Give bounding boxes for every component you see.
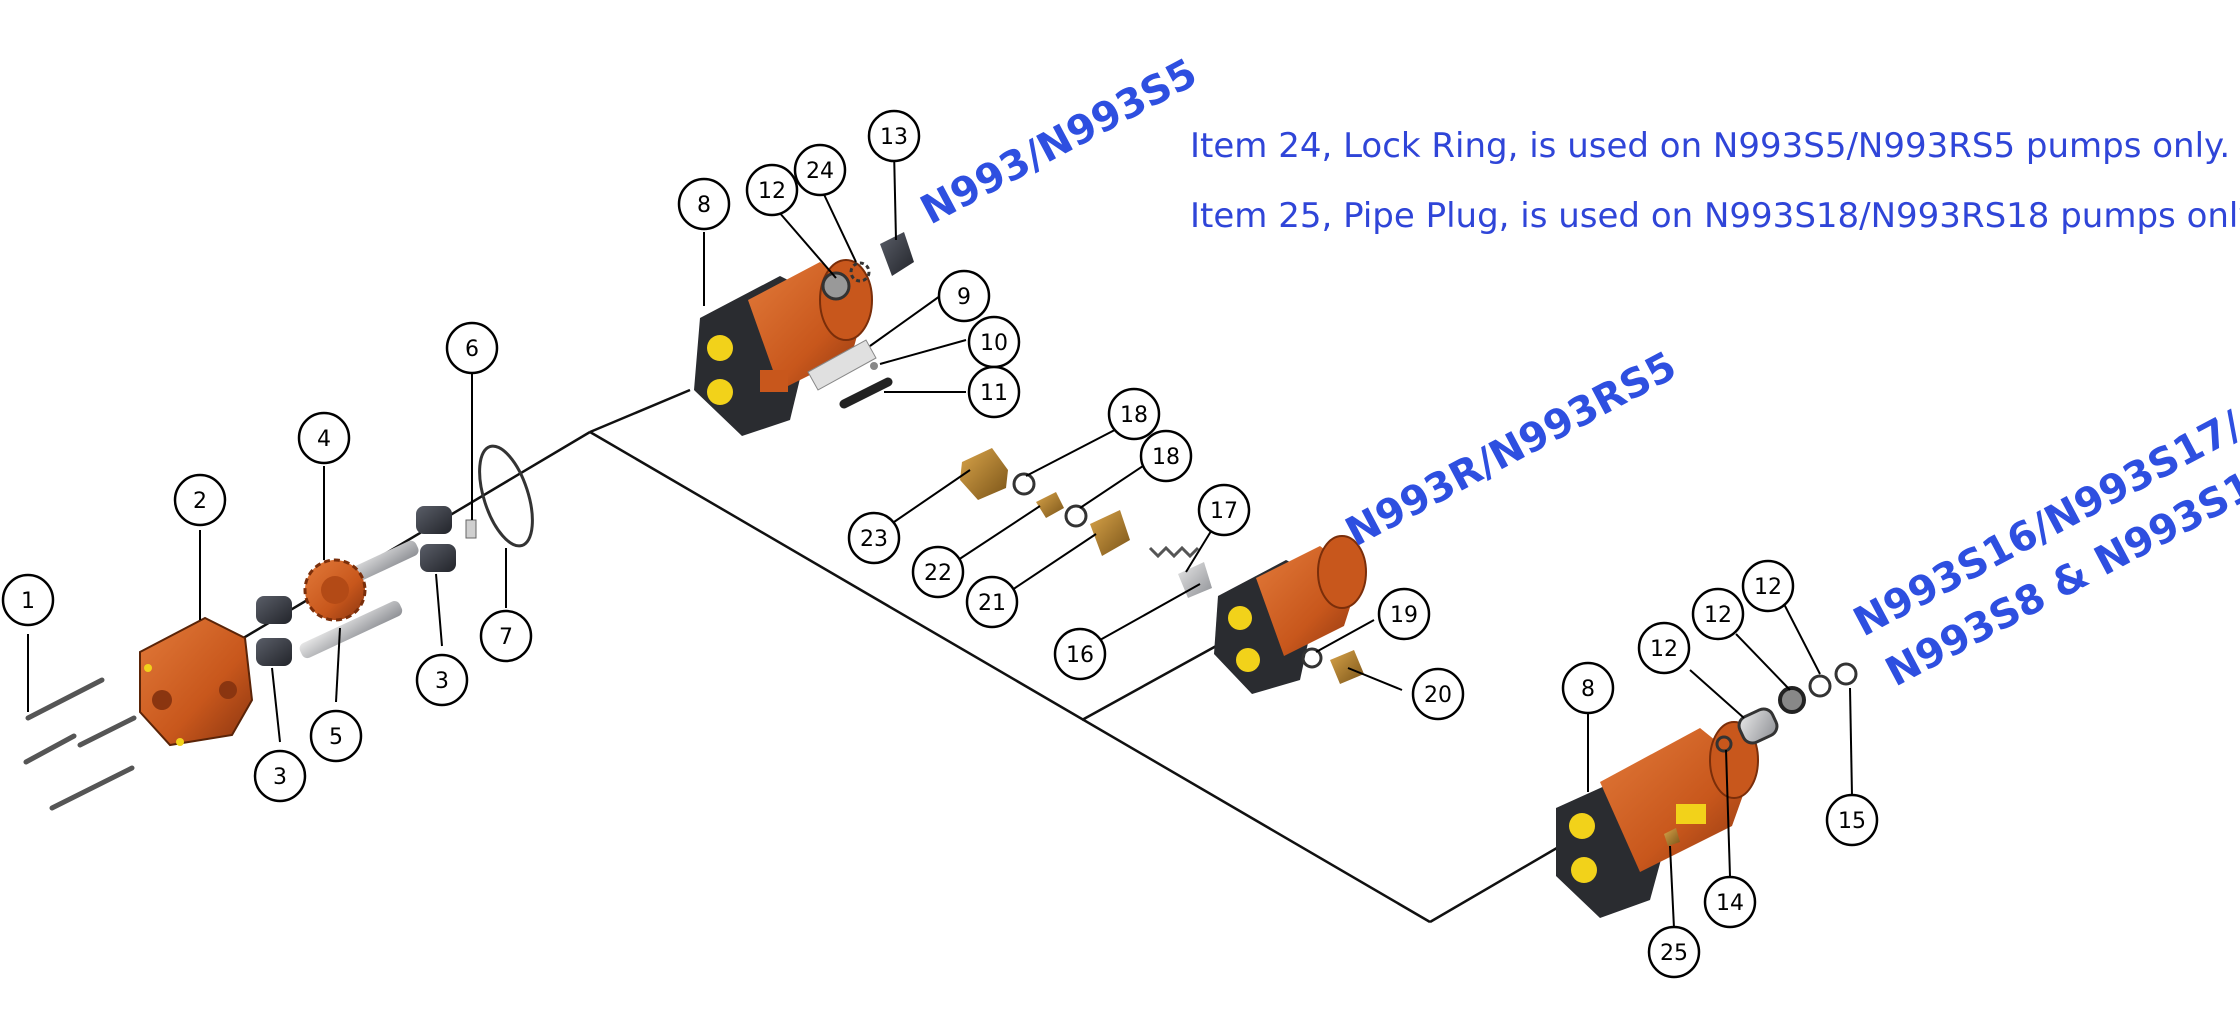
- callout-number: 11: [980, 381, 1008, 406]
- callout-number: 3: [273, 765, 287, 790]
- callout-number: 12: [1754, 575, 1782, 600]
- callout-3: 3: [253, 749, 307, 803]
- callout-12: 12: [745, 163, 799, 217]
- callout-13: 13: [867, 109, 921, 163]
- callout-number: 14: [1716, 891, 1744, 916]
- callout-5: 5: [309, 709, 363, 763]
- part-housing-extended: [1556, 721, 1759, 918]
- callout-number: 12: [1704, 603, 1732, 628]
- callout-11: 11: [967, 365, 1021, 419]
- callout-22: 22: [911, 545, 965, 599]
- callout-24: 24: [793, 143, 847, 197]
- callout-number: 1: [21, 589, 35, 614]
- part-relief-valve-set: [960, 448, 1212, 598]
- callout-16: 16: [1053, 627, 1107, 681]
- callout-6: 6: [445, 321, 499, 375]
- part-bolts: [23, 677, 137, 811]
- part-gears: [299, 540, 419, 659]
- callout-number: 23: [860, 527, 888, 552]
- callout-number: 20: [1424, 683, 1452, 708]
- callout-number: 21: [978, 591, 1006, 616]
- callout-number: 18: [1120, 403, 1148, 428]
- callout-18: 18: [1139, 429, 1193, 483]
- callout-12: 12: [1741, 559, 1795, 613]
- callout-12: 12: [1637, 621, 1691, 675]
- callout-17: 17: [1197, 483, 1251, 537]
- part-plate-and-fasteners: [807, 339, 893, 409]
- callout-1: 1: [1, 573, 55, 627]
- part-rear-cover: [139, 616, 254, 747]
- callout-number: 17: [1210, 499, 1238, 524]
- callout-number: 25: [1660, 941, 1688, 966]
- part-gasket: [478, 444, 534, 548]
- callout-12: 12: [1691, 587, 1745, 641]
- callout-7: 7: [479, 609, 533, 663]
- callout-19: 19: [1377, 587, 1431, 641]
- callout-4: 4: [297, 411, 351, 465]
- callout-15: 15: [1825, 793, 1879, 847]
- note-pipe-plug: Item 25, Pipe Plug, is used on N993S18/N…: [1190, 196, 2240, 236]
- callout-18: 18: [1107, 387, 1161, 441]
- callout-10: 10: [967, 315, 1021, 369]
- callout-number: 16: [1066, 643, 1094, 668]
- part-seal-stack: [821, 232, 914, 301]
- callout-number: 24: [806, 159, 834, 184]
- part-pin: [465, 519, 477, 539]
- part-housing-relief: [1214, 535, 1367, 694]
- callout-14: 14: [1703, 875, 1757, 929]
- callout-number: 6: [465, 337, 479, 362]
- callout-3: 3: [415, 653, 469, 707]
- callout-2: 2: [173, 473, 227, 527]
- part-seal-stack-right: [1715, 662, 1858, 753]
- callout-20: 20: [1411, 667, 1465, 721]
- callout-number: 8: [697, 193, 711, 218]
- callout-number: 5: [329, 725, 343, 750]
- assembly-axis-lines: [239, 388, 1563, 924]
- callout-25: 25: [1647, 925, 1701, 979]
- callout-number: 7: [499, 625, 513, 650]
- callout-number: 12: [758, 179, 786, 204]
- callout-number: 13: [880, 125, 908, 150]
- callout-8: 8: [677, 177, 731, 231]
- callout-9: 9: [937, 269, 991, 323]
- callout-number: 8: [1581, 677, 1595, 702]
- callout-number: 19: [1390, 603, 1418, 628]
- callout-number: 15: [1838, 809, 1866, 834]
- callout-number: 2: [193, 489, 207, 514]
- callout-number: 3: [435, 669, 449, 694]
- callout-number: 18: [1152, 445, 1180, 470]
- callout-number: 22: [924, 561, 952, 586]
- callout-number: 9: [957, 285, 971, 310]
- callout-number: 10: [980, 331, 1008, 356]
- callout-23: 23: [847, 511, 901, 565]
- note-lock-ring: Item 24, Lock Ring, is used on N993S5/N9…: [1190, 126, 2231, 166]
- callout-number: 12: [1650, 637, 1678, 662]
- callout-number: 4: [317, 427, 331, 452]
- callout-21: 21: [965, 575, 1019, 629]
- callout-8: 8: [1561, 661, 1615, 715]
- part-bushings: [256, 506, 456, 666]
